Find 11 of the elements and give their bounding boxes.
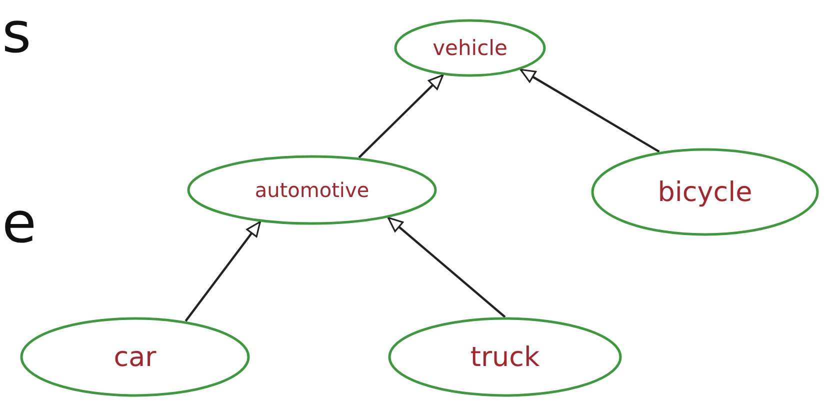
arrow xyxy=(520,68,660,153)
node-label: car xyxy=(114,342,156,372)
text-fragment: e xyxy=(2,196,36,252)
node-label: truck xyxy=(470,342,540,372)
arrow xyxy=(387,216,506,318)
node-label: vehicle xyxy=(432,36,508,60)
text-fragment: s xyxy=(2,6,32,62)
node-label: bicycle xyxy=(658,176,752,208)
arrow xyxy=(184,221,262,322)
node-label: automotive xyxy=(254,178,370,202)
arrow xyxy=(358,74,444,158)
